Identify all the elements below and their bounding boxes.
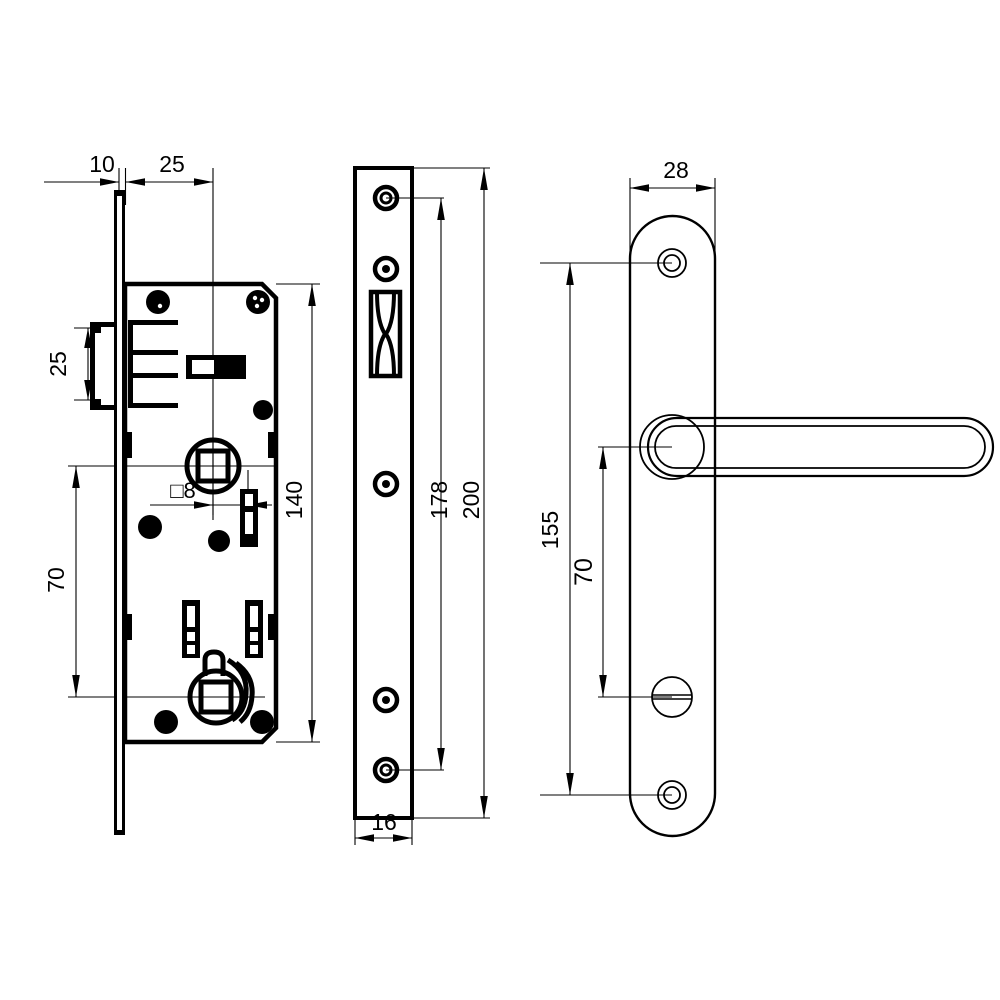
deadbolt-blocks (128, 320, 178, 408)
lock-faceplate-strip (114, 190, 125, 835)
dim-155-label: 155 (537, 511, 563, 549)
dim-200-label: 200 (458, 481, 484, 519)
faceplate-screw-holes (372, 184, 400, 784)
dim-16-label: 16 (371, 809, 397, 835)
faceplate-screw-hole-2 (372, 255, 400, 283)
faceplate-outline (353, 166, 414, 820)
dim-140-label: 140 (281, 481, 307, 519)
side-view-extension-lines (354, 167, 490, 845)
latch-cutout (368, 289, 403, 379)
spindle-follower (184, 437, 242, 495)
latch-bolt-assembly (90, 322, 114, 410)
rivet-pin-marks (157, 295, 265, 309)
dim-70-label: 70 (43, 567, 69, 593)
lock-case-body (122, 281, 279, 745)
dim-10-label: 10 (89, 151, 115, 177)
bolt-guide-slots (182, 600, 263, 658)
side-view-arrowheads (355, 168, 488, 842)
handle-view-arrowheads (566, 184, 715, 795)
handle-view: 28 155 70 (537, 157, 995, 838)
side-view: 178 200 16 (353, 166, 490, 845)
case-left-tabs (124, 432, 132, 640)
rivet-holes (138, 290, 274, 734)
cylinder-keyhole (187, 649, 255, 726)
auxiliary-bolt-bar (240, 489, 258, 547)
front-view: 10 25 25 140 70 □8 (43, 151, 320, 835)
dim-square-8-label: □8 (170, 478, 196, 503)
dim-25-top-label: 25 (159, 151, 185, 177)
handle-backplate (628, 214, 717, 838)
faceplate-screw-hole-3 (372, 470, 400, 498)
dim-178-label: 178 (426, 481, 452, 519)
dim-25-left-label: 25 (45, 351, 71, 377)
faceplate-screw-hole-4 (372, 686, 400, 714)
case-edge-tabs (268, 432, 277, 640)
latch-follower-bar (186, 355, 246, 379)
dim-28-label: 28 (663, 157, 689, 183)
dim-70-red-label: 70 (570, 558, 598, 586)
